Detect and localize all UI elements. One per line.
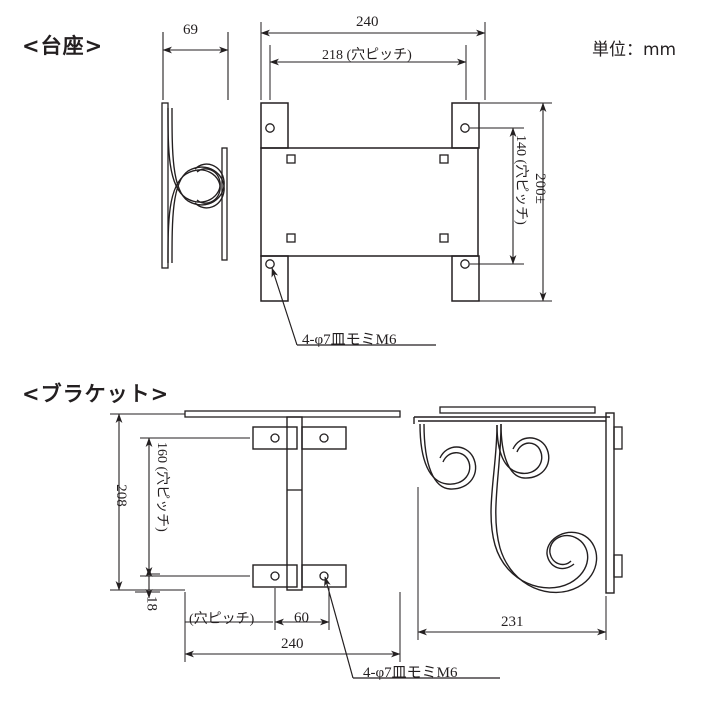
callout-bracket-hole-spec: 4-φ7皿モミM6 [363, 665, 458, 681]
dim-pedestal-plate-width: 240 [356, 14, 379, 30]
callout-pedestal-hole-spec: 4-φ7皿モミM6 [302, 332, 397, 348]
dim-bracket-overall-height: 208 [113, 484, 129, 507]
dim-bracket-bottom-offset: 18 [143, 596, 160, 611]
dim-pedestal-hole-pitch-y: 140 (穴ピッチ) [513, 135, 528, 225]
dim-bracket-hole-pitch-y: 160 (穴ピッチ) [154, 442, 169, 532]
dim-pedestal-plate-height: 200± [532, 173, 548, 204]
dim-bracket-side-projection: 231 [501, 614, 524, 630]
dim-bracket-hole-pitch-x: (穴ピッチ) [189, 612, 255, 627]
dim-pedestal-hole-pitch-x: 218 (穴ピッチ) [322, 48, 412, 63]
dim-bracket-overall-width: 240 [281, 636, 304, 652]
section-title-pedestal: <台座> [22, 34, 104, 58]
dim-pedestal-side-depth: 69 [183, 22, 198, 38]
unit-note: 単位：mm [592, 40, 677, 60]
dim-bracket-tab-offset: 60 [294, 610, 309, 626]
section-title-bracket: <ブラケット> [22, 382, 170, 406]
